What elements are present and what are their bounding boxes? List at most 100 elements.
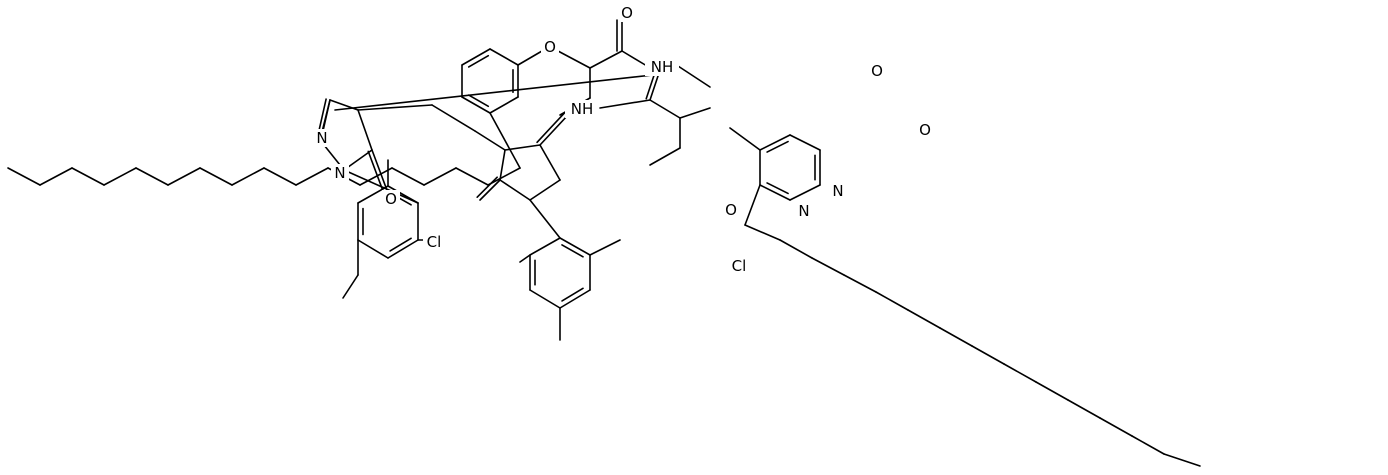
atom-label-nitrogen: N — [829, 182, 847, 200]
bond — [729, 127, 761, 151]
svg-text:O: O — [385, 190, 397, 208]
bond — [387, 185, 419, 204]
bond — [529, 199, 561, 239]
bond — [318, 98, 327, 131]
bond — [489, 96, 519, 114]
bond — [536, 111, 566, 144]
atom-label-chlorine: Cl — [423, 233, 445, 251]
bond — [167, 167, 201, 186]
atom-label-nh: NH — [645, 58, 679, 76]
bond — [103, 167, 137, 186]
bond — [559, 289, 591, 309]
bond — [1131, 435, 1165, 455]
svg-text:N: N — [316, 129, 327, 147]
bond — [679, 107, 711, 119]
bond — [455, 167, 489, 186]
atom-label-oxygen: O — [541, 38, 559, 56]
svg-text:O: O — [725, 201, 737, 219]
atom-label-layer: O O NH N N O Cl NH O O N N O Cl — [313, 4, 934, 275]
bond — [371, 149, 389, 194]
bond — [359, 167, 393, 186]
bond — [474, 130, 506, 151]
bond — [529, 179, 561, 201]
bond — [461, 96, 491, 114]
bond — [759, 134, 791, 151]
svg-text:N: N — [832, 182, 843, 200]
bond — [561, 244, 584, 258]
bond — [539, 114, 569, 146]
atom-label-oxygen: O — [868, 62, 886, 80]
bond — [295, 167, 329, 186]
bond — [322, 99, 331, 132]
atom-label-oxygen: O — [916, 121, 934, 139]
bond — [342, 274, 359, 299]
bond — [744, 224, 781, 241]
bond — [489, 48, 519, 66]
atom-label-oxygen: O — [618, 4, 636, 22]
bond — [677, 65, 711, 88]
bond — [744, 184, 761, 226]
bond — [357, 239, 389, 259]
bond — [559, 237, 591, 256]
bond — [766, 140, 789, 153]
bond — [599, 99, 651, 109]
bond — [476, 176, 498, 198]
bond — [843, 274, 877, 293]
bond — [789, 134, 821, 151]
atom-label-nitrogen: N — [313, 129, 331, 147]
bond — [1035, 381, 1069, 401]
svg-text:O: O — [871, 62, 883, 80]
bond — [789, 184, 821, 201]
svg-text:N: N — [334, 164, 345, 182]
bond — [1163, 453, 1201, 467]
atom-label-nh: NH — [565, 100, 599, 118]
bond — [971, 345, 1005, 365]
bond — [423, 167, 457, 186]
bond — [329, 99, 359, 111]
bond — [387, 239, 419, 259]
bond — [357, 104, 433, 111]
bond — [1067, 399, 1101, 419]
atom-label-chlorine: Cl — [728, 257, 750, 275]
bond — [504, 144, 541, 151]
bond — [517, 50, 543, 66]
bond — [135, 167, 169, 186]
bond — [343, 169, 419, 204]
bond — [589, 50, 623, 69]
atom-label-nitrogen: N — [795, 202, 813, 220]
bond — [499, 179, 531, 201]
bond — [39, 167, 73, 186]
bond — [939, 327, 973, 347]
bond — [766, 182, 789, 195]
bond — [499, 149, 506, 181]
bond — [391, 167, 425, 186]
bond — [467, 94, 490, 108]
bond — [557, 50, 591, 69]
bond — [71, 167, 105, 186]
svg-text:Cl: Cl — [427, 233, 442, 251]
bond — [539, 144, 561, 181]
svg-text:O: O — [621, 4, 633, 22]
bond — [357, 109, 373, 151]
bond — [1003, 363, 1037, 383]
bond — [589, 239, 621, 256]
bond — [811, 257, 845, 276]
bond — [779, 239, 813, 259]
bond — [231, 167, 265, 186]
bond — [263, 167, 297, 186]
svg-text:Cl: Cl — [732, 257, 747, 275]
svg-text:NH: NH — [571, 100, 594, 118]
bond — [487, 167, 521, 186]
bond — [649, 99, 681, 119]
atom-label-nitrogen: N — [331, 164, 349, 182]
atom-label-oxygen: O — [382, 190, 400, 208]
bond — [561, 287, 584, 302]
bond — [489, 112, 521, 169]
bond — [529, 289, 561, 309]
bond-layer — [7, 19, 1201, 467]
bond — [519, 254, 531, 263]
bond — [907, 309, 941, 329]
bond — [759, 184, 791, 201]
